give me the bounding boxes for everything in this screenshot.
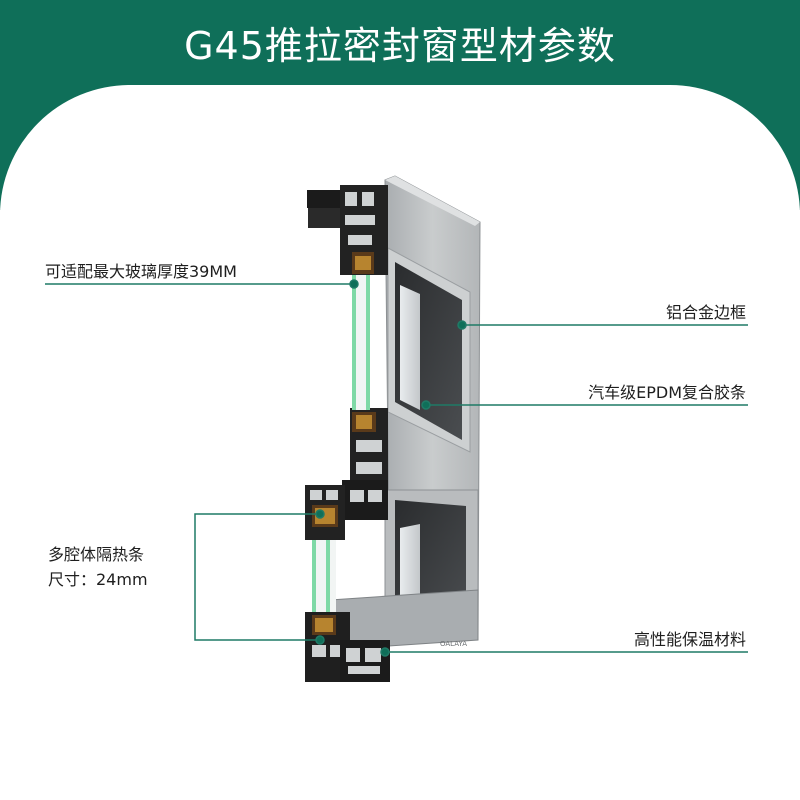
upper-profile-section <box>307 185 388 520</box>
label-glass-thickness: 可适配最大玻璃厚度39MM <box>45 262 237 281</box>
label-thermal-strip: 多腔体隔热条 <box>48 545 145 564</box>
thermal-strip-top-dot <box>315 509 325 519</box>
aluminum-frame-body <box>329 175 481 651</box>
label-insulation-material: 高性能保温材料 <box>633 630 746 649</box>
label-thermal-strip-size: 尺寸：24mm <box>48 570 148 589</box>
epdm-dot <box>421 400 431 410</box>
upper-glass <box>352 275 370 410</box>
brand-mark: OALAYA <box>440 640 467 648</box>
frame-dot <box>457 320 467 330</box>
glass-thickness-dot <box>349 279 359 289</box>
leader-lines <box>45 279 748 657</box>
insulation-dot <box>380 647 390 657</box>
label-aluminum-frame: 铝合金边框 <box>665 303 746 322</box>
page-title: G45推拉密封窗型材参数 <box>184 24 616 68</box>
thermal-strip-bottom-dot <box>315 635 325 645</box>
lower-glass <box>312 540 336 612</box>
lower-profile-section <box>305 485 390 682</box>
label-epdm-strip: 汽车级EPDM复合胶条 <box>588 383 746 402</box>
